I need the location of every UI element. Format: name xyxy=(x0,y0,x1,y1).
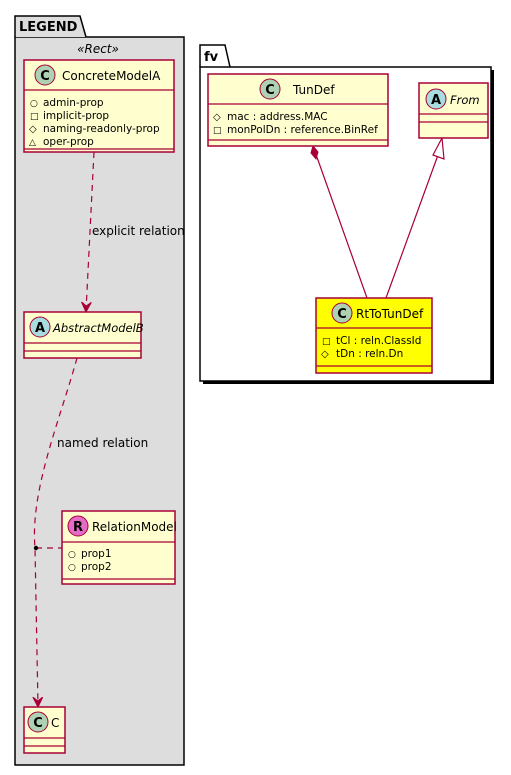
private-icon: □ xyxy=(30,112,39,122)
class-c-icon xyxy=(259,78,281,100)
private-icon: □ xyxy=(322,337,331,347)
class-badge: A xyxy=(35,321,45,336)
abstract-a-icon xyxy=(425,88,447,110)
class-concrete-model-a[interactable]: C ConcreteModelA ○ admin-prop □ implicit… xyxy=(23,59,175,153)
relation-r-icon xyxy=(67,515,89,537)
class-name: RtToTunDef xyxy=(356,307,424,321)
class-badge: C xyxy=(337,307,347,322)
protected-icon: ◇ xyxy=(29,124,37,135)
package-shadow xyxy=(203,381,494,384)
legend-title: LEGEND xyxy=(19,20,78,35)
legend-package: LEGEND «Rect» xyxy=(14,15,185,766)
abstract-a-icon xyxy=(29,316,51,338)
member-text: mac : address.MAC xyxy=(227,111,328,123)
public-icon: ○ xyxy=(68,550,76,560)
class-c-icon xyxy=(34,64,56,86)
class-c[interactable]: C C xyxy=(23,706,66,754)
class-badge: A xyxy=(431,93,441,108)
member-list: ○ admin-prop □ implicit-prop ◇ naming-re… xyxy=(29,97,160,148)
protected-icon: ◇ xyxy=(213,112,221,123)
class-name: From xyxy=(450,93,480,107)
edge-generalization xyxy=(385,135,445,299)
edge-label: named relation xyxy=(57,436,148,450)
class-name: C xyxy=(51,716,59,730)
class-tundef[interactable]: C TunDef ◇ mac : address.MAC □ monPolDn … xyxy=(207,73,389,147)
member-text: tCl : reln.ClassId xyxy=(336,335,421,347)
class-from[interactable]: A From xyxy=(418,82,489,139)
legend-stereotype: «Rect» xyxy=(77,42,119,56)
class-rttotundef[interactable]: C RtToTunDef □ tCl : reln.ClassId ◇ tDn … xyxy=(315,297,433,374)
class-name: AbstractModelB xyxy=(52,321,144,335)
edge-named-relation: named relation xyxy=(33,357,148,706)
member-text: naming-readonly-prop xyxy=(43,123,160,135)
package-icon: △ xyxy=(29,138,36,148)
member-text: monPolDn : reference.BinRef xyxy=(227,124,378,136)
package-shadow xyxy=(491,70,494,384)
edge-explicit-relation: explicit relation xyxy=(86,151,185,311)
public-icon: ○ xyxy=(68,563,76,573)
package-title: fv xyxy=(204,50,219,65)
class-relation-model[interactable]: R RelationModel ○ prop1 ○ prop2 xyxy=(61,510,177,585)
member-text: implicit-prop xyxy=(43,110,109,122)
class-name: RelationModel xyxy=(92,520,177,534)
class-badge: R xyxy=(73,520,83,535)
member-text: oper-prop xyxy=(43,136,94,148)
association-point xyxy=(33,545,39,551)
member-text: admin-prop xyxy=(43,97,104,109)
class-name: TunDef xyxy=(292,83,335,97)
inheritance-triangle-icon xyxy=(432,135,445,160)
edge-label: explicit relation xyxy=(92,224,185,238)
class-badge: C xyxy=(33,716,43,731)
class-badge: C xyxy=(40,69,50,84)
protected-icon: ◇ xyxy=(321,349,329,360)
class-badge: C xyxy=(265,83,275,98)
class-c-icon xyxy=(331,302,353,324)
private-icon: □ xyxy=(213,126,222,136)
class-c-icon xyxy=(27,711,49,733)
class-abstract-model-b[interactable]: A AbstractModelB xyxy=(23,311,144,359)
member-text: prop2 xyxy=(81,561,112,573)
composition-diamond-icon xyxy=(310,144,319,161)
member-text: prop1 xyxy=(81,548,112,560)
member-text: tDn : reln.Dn xyxy=(336,348,403,360)
public-icon: ○ xyxy=(30,99,38,109)
edge-composition xyxy=(310,144,368,299)
class-name: ConcreteModelA xyxy=(62,69,161,83)
